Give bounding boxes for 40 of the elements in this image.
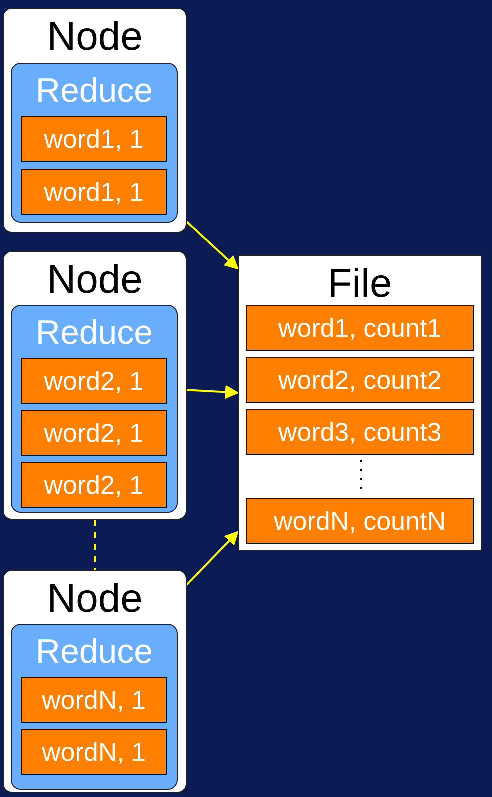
key-value-box bbox=[246, 498, 474, 544]
key-value-text: word2, 1 bbox=[44, 420, 144, 446]
key-value-text: word2, 1 bbox=[44, 368, 144, 394]
key-value-box bbox=[21, 462, 167, 508]
key-value-box bbox=[246, 305, 474, 351]
reduce-box bbox=[11, 624, 178, 790]
key-value-text: word1, 1 bbox=[44, 126, 144, 152]
key-value-box bbox=[21, 358, 167, 404]
key-value-text: word2, 1 bbox=[44, 472, 144, 498]
node-box bbox=[3, 251, 187, 520]
key-value-box bbox=[21, 677, 167, 723]
arrow bbox=[186, 385, 240, 400]
key-value-text: word2, count2 bbox=[278, 367, 442, 393]
reduce-box bbox=[11, 63, 178, 223]
key-value-box bbox=[21, 169, 167, 215]
key-value-box bbox=[21, 116, 167, 162]
key-value-text: word1, 1 bbox=[44, 179, 144, 205]
file-box bbox=[238, 255, 482, 551]
key-value-text: wordN, 1 bbox=[42, 739, 146, 765]
node-title: Node bbox=[46, 17, 144, 57]
reduce-box bbox=[11, 305, 178, 513]
key-value-box bbox=[246, 409, 474, 455]
node-box bbox=[3, 8, 187, 233]
key-value-box bbox=[21, 729, 167, 775]
arrow bbox=[186, 531, 239, 586]
arrow bbox=[186, 221, 240, 270]
key-value-text: word1, count1 bbox=[278, 315, 442, 341]
reduce-title: Reduce bbox=[34, 316, 154, 350]
reduce-title: Reduce bbox=[34, 74, 154, 108]
node-title: Node bbox=[46, 260, 144, 300]
key-value-text: wordN, 1 bbox=[42, 687, 146, 713]
node-title: Node bbox=[46, 579, 144, 619]
key-value-box bbox=[21, 410, 167, 456]
dashed-line bbox=[94, 520, 96, 570]
key-value-box bbox=[246, 357, 474, 403]
reduce-title: Reduce bbox=[34, 635, 154, 669]
node-box bbox=[3, 570, 187, 793]
key-value-text: word3, count3 bbox=[278, 419, 442, 445]
key-value-text: wordN, countN bbox=[274, 508, 446, 534]
file-title: File bbox=[326, 264, 394, 304]
